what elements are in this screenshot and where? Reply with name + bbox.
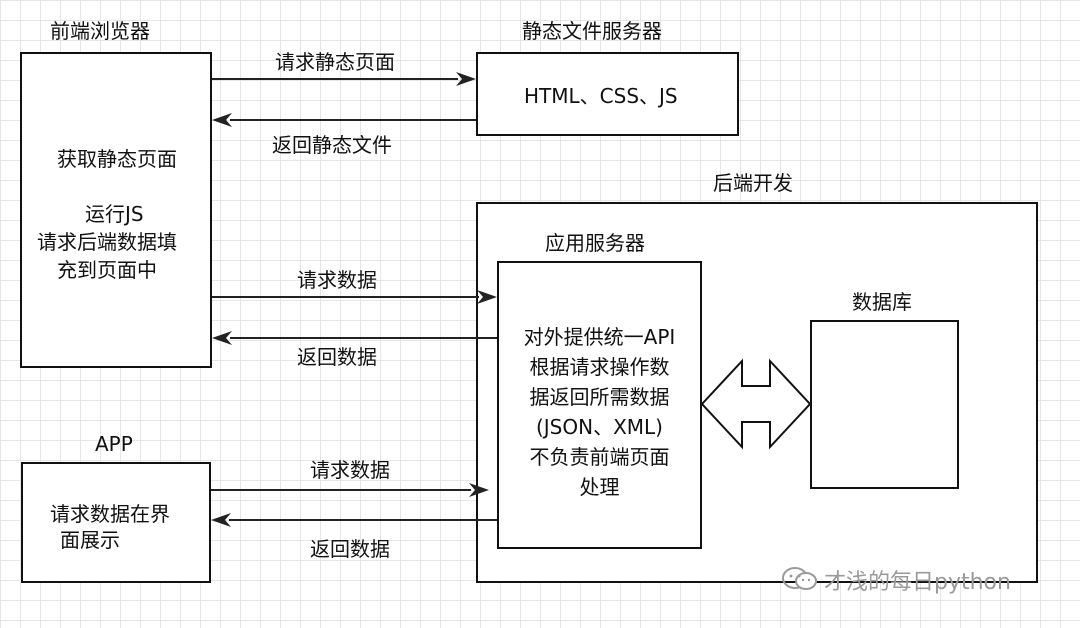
app-server-line-return: 据返回所需数据 [529,385,670,409]
app-server-box [497,261,702,549]
database-box [810,320,959,489]
edge-label-browser-request: 请求数据 [297,268,377,292]
browser-line-run-js: 运行JS [85,202,144,226]
app-line-1: 请求数据在界 [50,502,170,526]
app-server-description: 对外提供统一API 根据请求操作数 据返回所需数据 (JSON、XML) 不负责… [499,322,700,502]
database-title: 数据库 [852,290,912,314]
app-server-line-operate: 根据请求操作数 [529,355,670,379]
backend-title: 后端开发 [713,171,793,195]
app-server-line-not-frontend: 不负责前端页面 [529,445,670,469]
edge-label-app-request: 请求数据 [310,458,390,482]
edge-label-browser-return: 返回数据 [297,345,377,369]
app-box [21,462,211,583]
wechat-logo-icon [780,566,820,592]
browser-box [20,52,212,368]
edge-label-request-static: 请求静态页面 [275,50,395,74]
app-server-line-handle: 处理 [579,475,620,499]
static-server-title: 静态文件服务器 [522,19,662,43]
edge-label-return-static: 返回静态文件 [272,133,392,157]
static-server-content: HTML、CSS、JS [524,84,678,108]
browser-line-request: 请求后端数据填 [37,230,177,254]
app-server-line-api: 对外提供统一API [523,325,676,349]
app-title: APP [95,432,133,456]
static-server-box [476,52,739,136]
browser-line-fill: 充到页面中 [57,258,157,282]
app-server-title: 应用服务器 [545,231,645,255]
app-server-line-format: (JSON、XML) [535,415,663,439]
bidirectional-block-arrow [700,358,812,450]
watermark-text: 才浅的每日python [824,570,1011,595]
browser-line-get-static: 获取静态页面 [57,147,177,171]
browser-title: 前端浏览器 [50,19,150,43]
app-line-2: 面展示 [60,528,120,552]
edge-label-app-return: 返回数据 [310,537,390,561]
